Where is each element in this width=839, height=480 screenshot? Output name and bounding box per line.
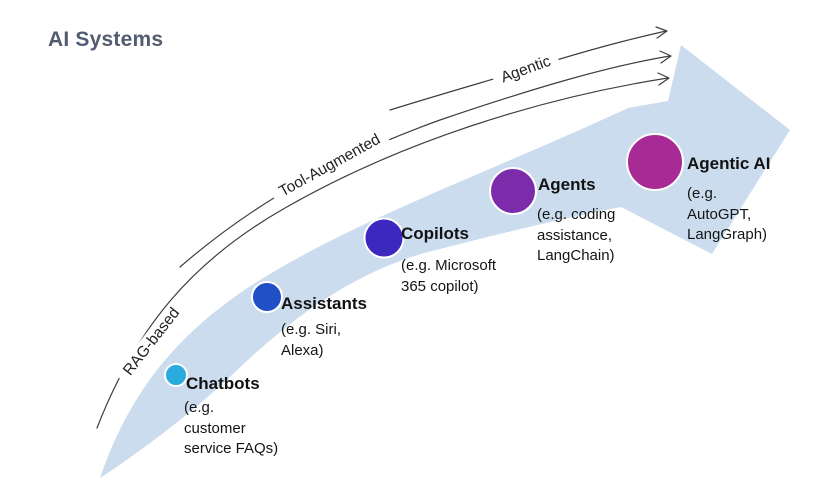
stage-examples-chatbots: (e.g. customer service FAQs) [184, 399, 279, 458]
stage-examples-agentic-ai: (e.g. AutoGPT, LangGraph) [687, 185, 768, 244]
stage-circle-agents [489, 167, 537, 215]
page-title: AI Systems [48, 28, 164, 51]
swoosh-arrow [100, 45, 790, 478]
stage-circle-agentic-ai [626, 133, 684, 191]
stage-label-copilots: Copilots [401, 224, 469, 243]
stage-label-agents: Agents [538, 175, 596, 194]
stage-circle-assistants [251, 281, 283, 313]
stage-examples-agents: (e.g. coding assistance, LangChain) [537, 206, 616, 265]
stage-label-assistants: Assistants [281, 294, 367, 313]
stage-circle-chatbots [164, 363, 188, 387]
rag-arrowhead-icon [657, 72, 670, 86]
tool-augmented-trend-line [179, 55, 671, 268]
agentic-arrowhead-icon [655, 26, 668, 39]
stage-examples-assistants: (e.g. Siri, Alexa) [281, 321, 342, 359]
stage-circle-copilots [363, 217, 405, 259]
tool-augmented-arrowhead-icon [659, 50, 672, 64]
stage-examples-copilots: (e.g. Microsoft 365 copilot) [401, 257, 497, 295]
stage-label-agentic-ai: Agentic AI [687, 154, 771, 173]
stage-label-chatbots: Chatbots [186, 374, 260, 393]
